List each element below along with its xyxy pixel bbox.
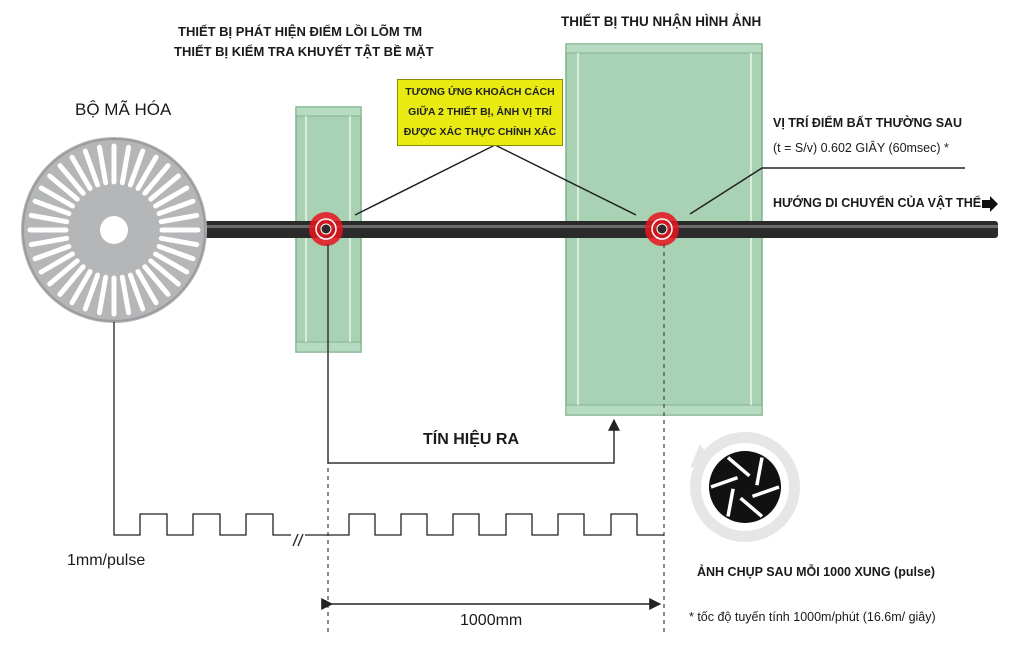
aperture-icon [690,432,800,542]
encoder-slot [57,163,86,196]
encoder-slot [153,185,190,209]
encoder-slot [47,258,80,287]
callout-line3: ĐƯỢC XÁC THỰC CHÍNH XÁC [403,126,557,138]
pulse-train [113,322,291,536]
encoder-slot [127,148,146,188]
arrow-right-icon [982,196,998,212]
encoder-slot [38,251,75,275]
encoder-slot [82,148,101,188]
encoder-slot [135,269,159,306]
signal-output-line [327,244,620,464]
encoder-slot [32,243,72,262]
pulse-train-right [305,513,664,536]
direction-label: HƯỚNG DI CHUYỂN CỦA VẬT THỂ [773,196,982,210]
encoder-slot [156,243,196,262]
pulse-break-mark [292,533,304,547]
callout-box: TƯƠNG ỨNG KHOÁCH CÁCH GIỮA 2 THIẾT BỊ, Ả… [397,79,563,146]
shutter-blade [739,496,764,518]
callout-pointer-left [354,144,496,216]
encoder-slot [135,154,159,191]
shutter-blade [751,485,780,499]
distance-label: 1000mm [460,612,523,629]
encoder-slot [156,198,196,217]
encoder-slot [69,269,93,306]
encoder-slot [142,264,171,297]
capture-label: ẢNH CHỤP SAU MỖI 1000 XUNG (pulse) [697,565,936,579]
encoder-slot [28,235,70,248]
anomaly-marker-detector [309,212,343,246]
encoder-slot [32,198,72,217]
encoder-slot [127,272,146,312]
encoder-title: BỘ MÃ HÓA [75,100,172,119]
encoder-slot [82,272,101,312]
position-pointer-line [689,167,965,215]
callout-pointer-right [494,144,637,216]
encoder-slot [142,163,171,196]
shutter-blade [710,475,739,489]
encoder-slot [96,274,109,316]
encoder-slot [148,258,181,287]
shutter-blade [726,488,735,517]
encoder-slot [119,144,132,186]
encoder-slot [153,251,190,275]
callout-line2: GIỮA 2 THIẾT BỊ, ẢNH VỊ TRÍ [408,106,552,118]
detector-title-line2: THIẾT BỊ KIỂM TRA KHUYẾT TẬT BỀ MẶT [174,44,434,59]
encoder-slot [28,212,70,225]
camera-title: THIẾT BỊ THU NHẬN HÌNH ẢNH [561,14,762,29]
position-label-line1: VỊ TRÍ ĐIỂM BẤT THƯỜNG SAU [773,116,963,130]
encoder-slot [96,144,109,186]
shutter-blade [726,456,751,478]
encoder-slot [148,173,181,202]
encoder-slot [47,173,80,202]
encoder-slot [57,264,86,297]
encoder-slot [38,185,75,209]
encoder-slot [158,235,200,248]
anomaly-marker-camera [645,212,679,246]
encoder-slot [119,274,132,316]
encoder-disc [21,137,207,323]
speed-note: * tốc độ tuyến tính 1000m/phút (16.6m/ g… [689,610,936,624]
shutter-blade [755,457,764,486]
encoder-slot [69,154,93,191]
signal-out-label: TÍN HIỆU RA [423,431,519,448]
encoder-slot [158,212,200,225]
callout-line1: TƯƠNG ỨNG KHOÁCH CÁCH [405,86,555,98]
position-label-line2: (t = S/v) 0.602 GIÂY (60msec) * [773,141,949,155]
object-rod [200,221,998,238]
pulse-rate-label: 1mm/pulse [67,552,146,569]
detector-title-line1: THIẾT BỊ PHÁT HIỆN ĐIỂM LỒI LÕM TM [178,24,423,39]
